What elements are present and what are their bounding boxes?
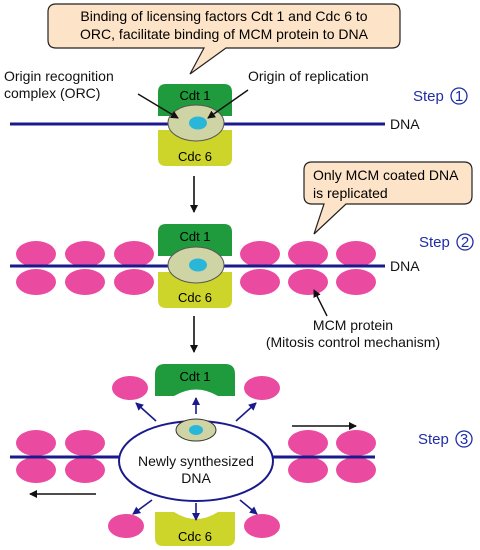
cdt1-protein-step3 [155,364,235,396]
cdc6-protein-step2 [158,272,232,308]
step-1-number-circle [450,87,468,105]
callout-licensing-factors: Binding of licensing factors Cdt 1 and C… [47,3,401,75]
origin-label: Origin of replication [248,68,369,84]
mcm-protein [114,269,154,295]
mcm-label-line-2: (Mitosis control mechanism) [266,334,440,350]
mcm-protein-released [244,514,280,538]
mcm-protein [288,269,328,295]
step-1-number: 1 [455,88,463,105]
mcm-protein [288,430,328,456]
mcm-protein [336,430,376,456]
cdc6-protein-step1 [158,130,232,166]
mcm-protein [65,241,105,267]
release-arrow [239,499,258,515]
orc-label-line-2: complex (ORC) [4,85,100,101]
cdc6-label-step3: Cdc 6 [178,529,212,544]
dna-label-step1: DNA [390,116,420,132]
callout-2-line-1: Only MCM coated DNA [313,167,459,183]
callout-2-line-2: is replicated [313,185,388,201]
mcm-protein-released [108,514,144,538]
step-2-number: 2 [461,234,469,251]
origin-pointer-arrow [207,89,249,119]
step-3-number: 3 [460,431,468,448]
mcm-protein [288,457,328,483]
newly-synthesized-line-2: DNA [181,470,211,486]
mcm-protein [16,241,56,267]
mcm-protein [16,269,56,295]
step-3-group: Cdt 1 Cdc 6 Newly synthesized DNA [10,364,473,546]
orc-label-line-1: Origin recognition [4,68,114,84]
cdt1-protein-step1 [158,84,232,116]
step-3-label: Step [418,431,449,448]
origin-of-replication-step1 [189,116,207,130]
mcm-protein [65,269,105,295]
cdc6-label-step1: Cdc 6 [178,149,212,164]
mcm-pointer-arrow [313,289,328,317]
mcm-protein [288,241,328,267]
cdt1-label-step2: Cdt 1 [179,229,210,244]
mcm-protein [65,430,105,456]
mcm-protein [16,457,56,483]
mcm-protein [65,457,105,483]
cdt1-label-step1: Cdt 1 [179,88,210,103]
cdt1-label-step3: Cdt 1 [179,369,210,384]
origin-of-replication-step3 [189,425,203,435]
mcm-protein [240,269,280,295]
step-3-number-circle [455,430,473,448]
mcm-protein [16,430,56,456]
mcm-protein [114,241,154,267]
cdc6-protein-step3 [155,512,235,546]
callout-mcm-coated: Only MCM coated DNA is replicated [303,161,473,235]
orc-pointer-arrow [137,93,179,119]
callout-1-line-2: ORC, facilitate binding of MCM protein t… [80,26,369,42]
step-1-group: Origin recognition complex (ORC) Origin … [4,68,468,166]
release-arrow [235,402,257,422]
step-2-label: Step [419,234,450,251]
step-2-group: Cdt 1 Cdc 6 DNA MCM protein (Mitosis con… [10,224,474,350]
callout-1-line-1: Binding of licensing factors Cdt 1 and C… [80,8,367,24]
origin-of-replication-step2 [189,258,207,272]
mcm-protein [336,241,376,267]
step-2-number-circle [456,233,474,251]
cdc6-label-step2: Cdc 6 [178,290,212,305]
newly-synthesized-line-1: Newly synthesized [138,453,254,469]
mcm-protein-released [244,376,280,400]
release-arrow [135,402,157,422]
dna-label-step2: DNA [390,258,420,274]
mcm-protein [336,269,376,295]
mcm-protein [240,241,280,267]
step-1-label: Step [413,88,444,105]
mcm-label-line-1: MCM protein [313,317,393,333]
release-arrow [132,499,153,515]
mcm-protein-released [112,376,148,400]
cdt1-protein-step2 [158,224,232,256]
mcm-protein [336,457,376,483]
